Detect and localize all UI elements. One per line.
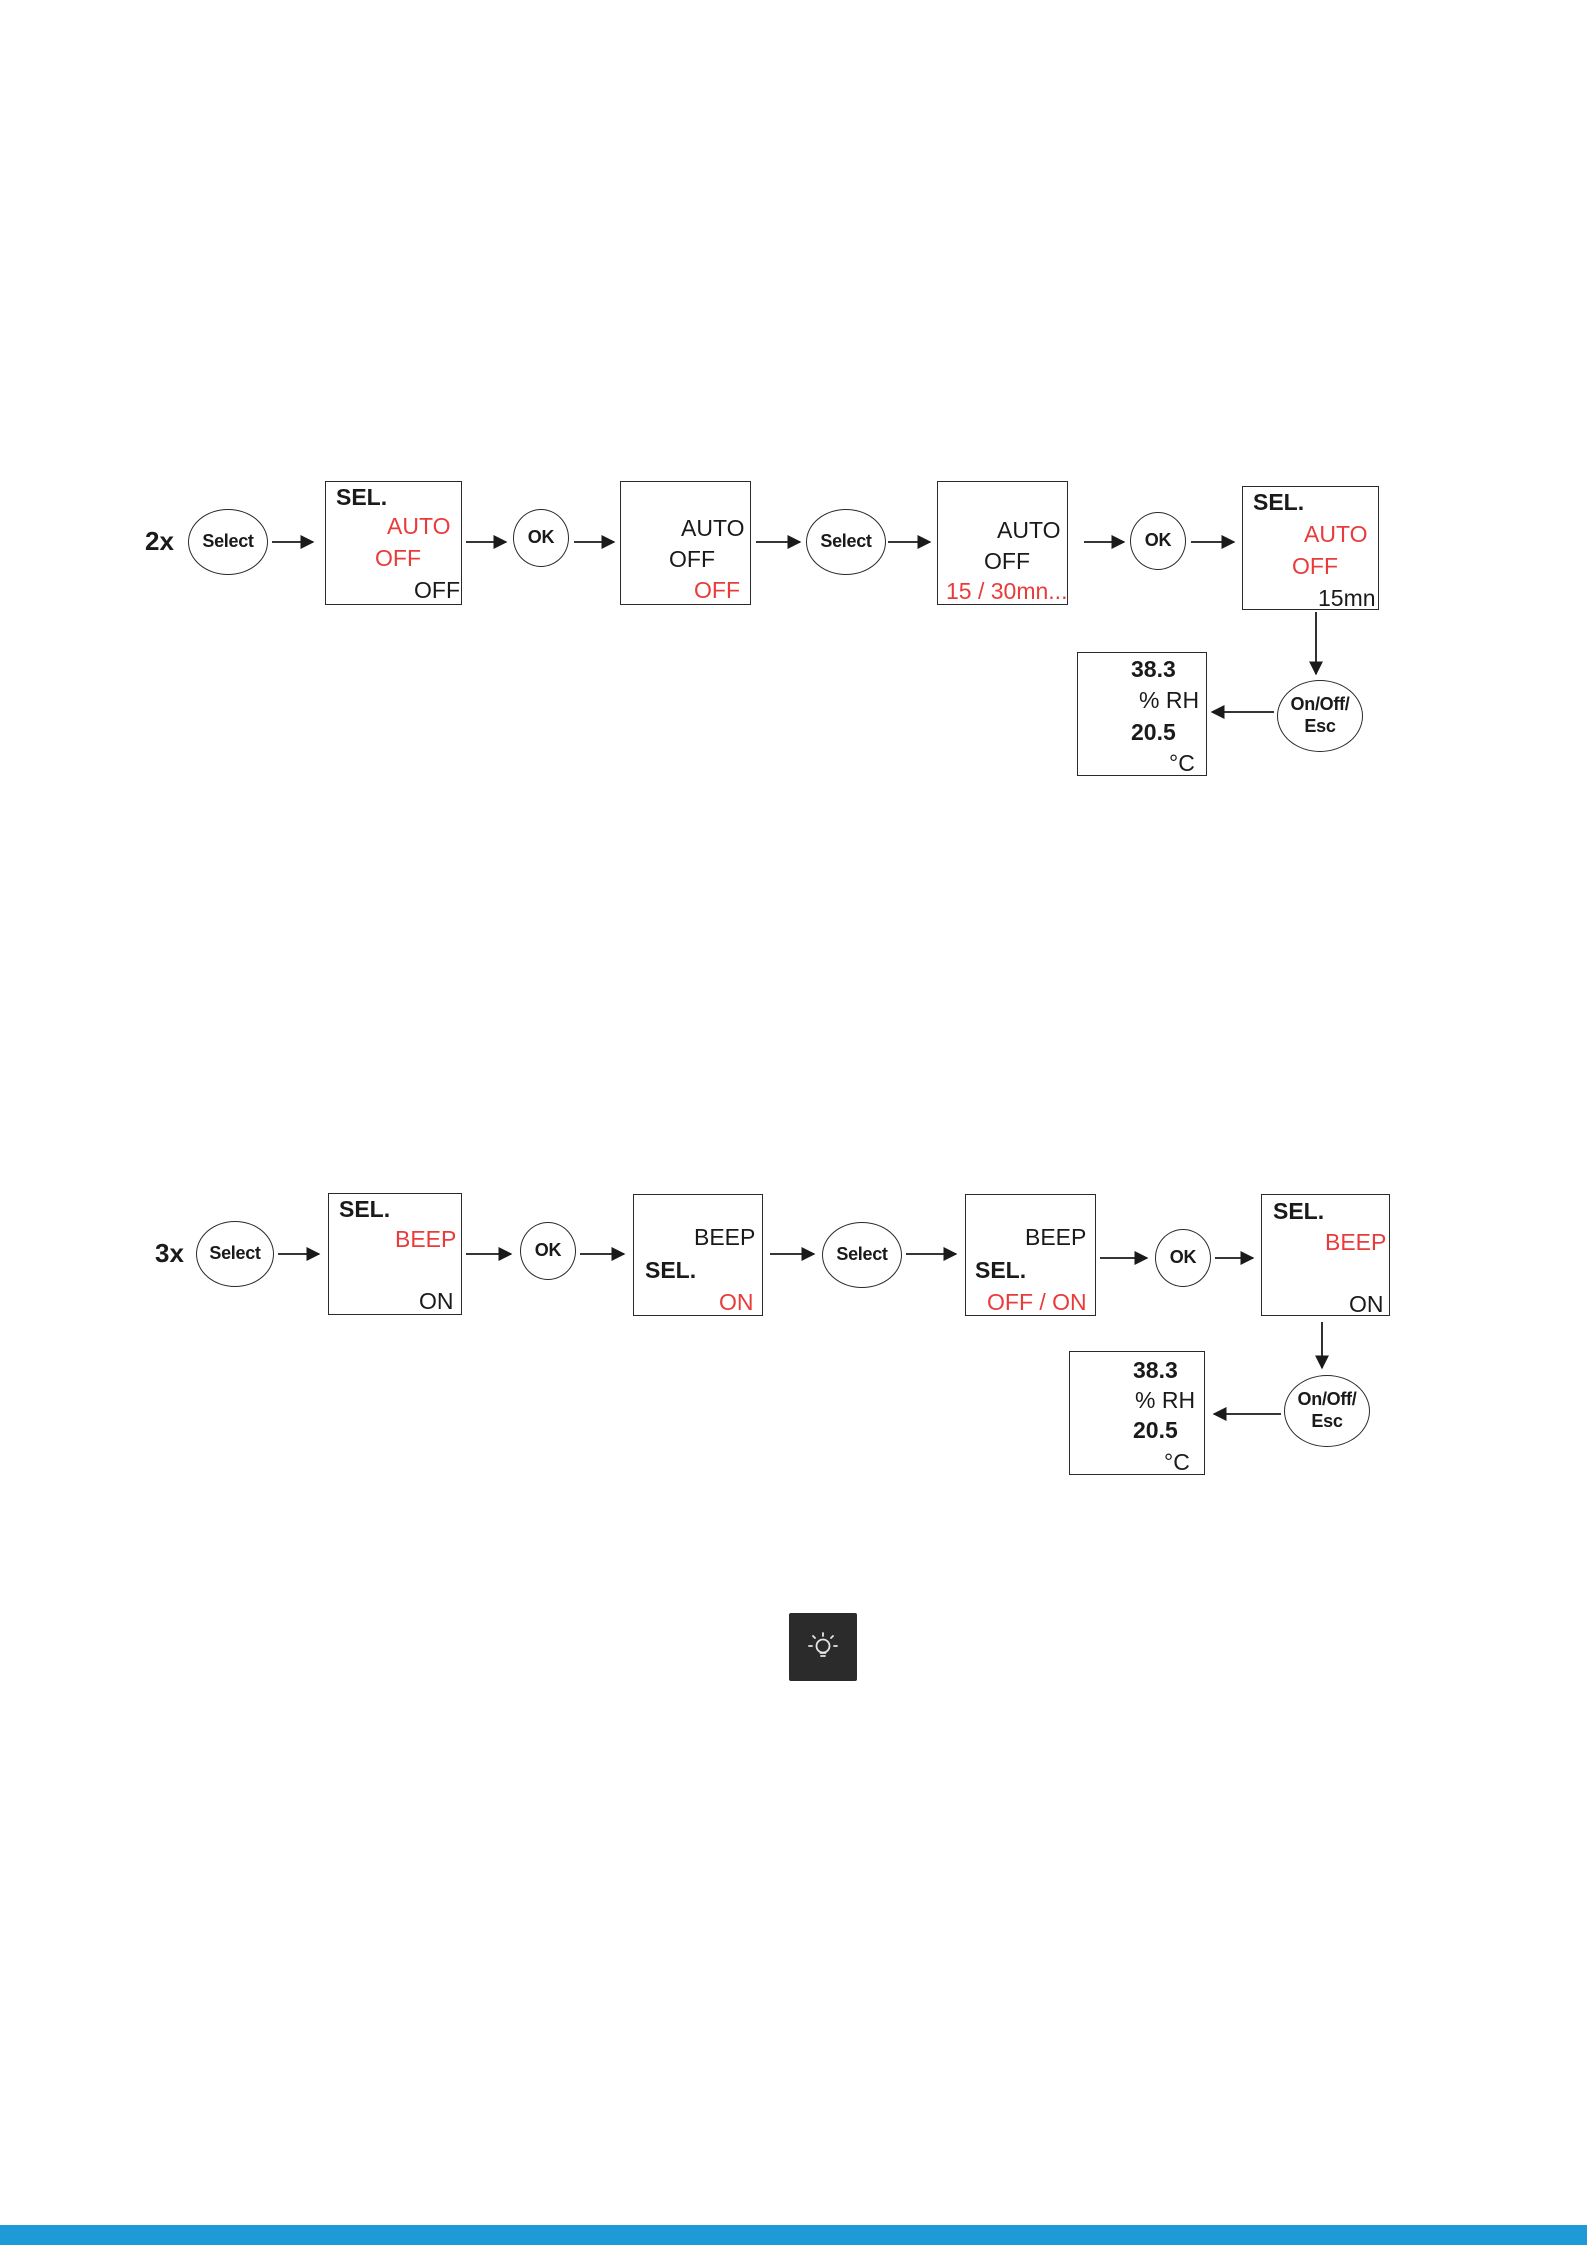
lightbulb-icon-glyph [789, 1613, 857, 1681]
lightbulb-icon[interactable] [789, 1613, 857, 1681]
footer-bar [0, 2225, 1587, 2245]
